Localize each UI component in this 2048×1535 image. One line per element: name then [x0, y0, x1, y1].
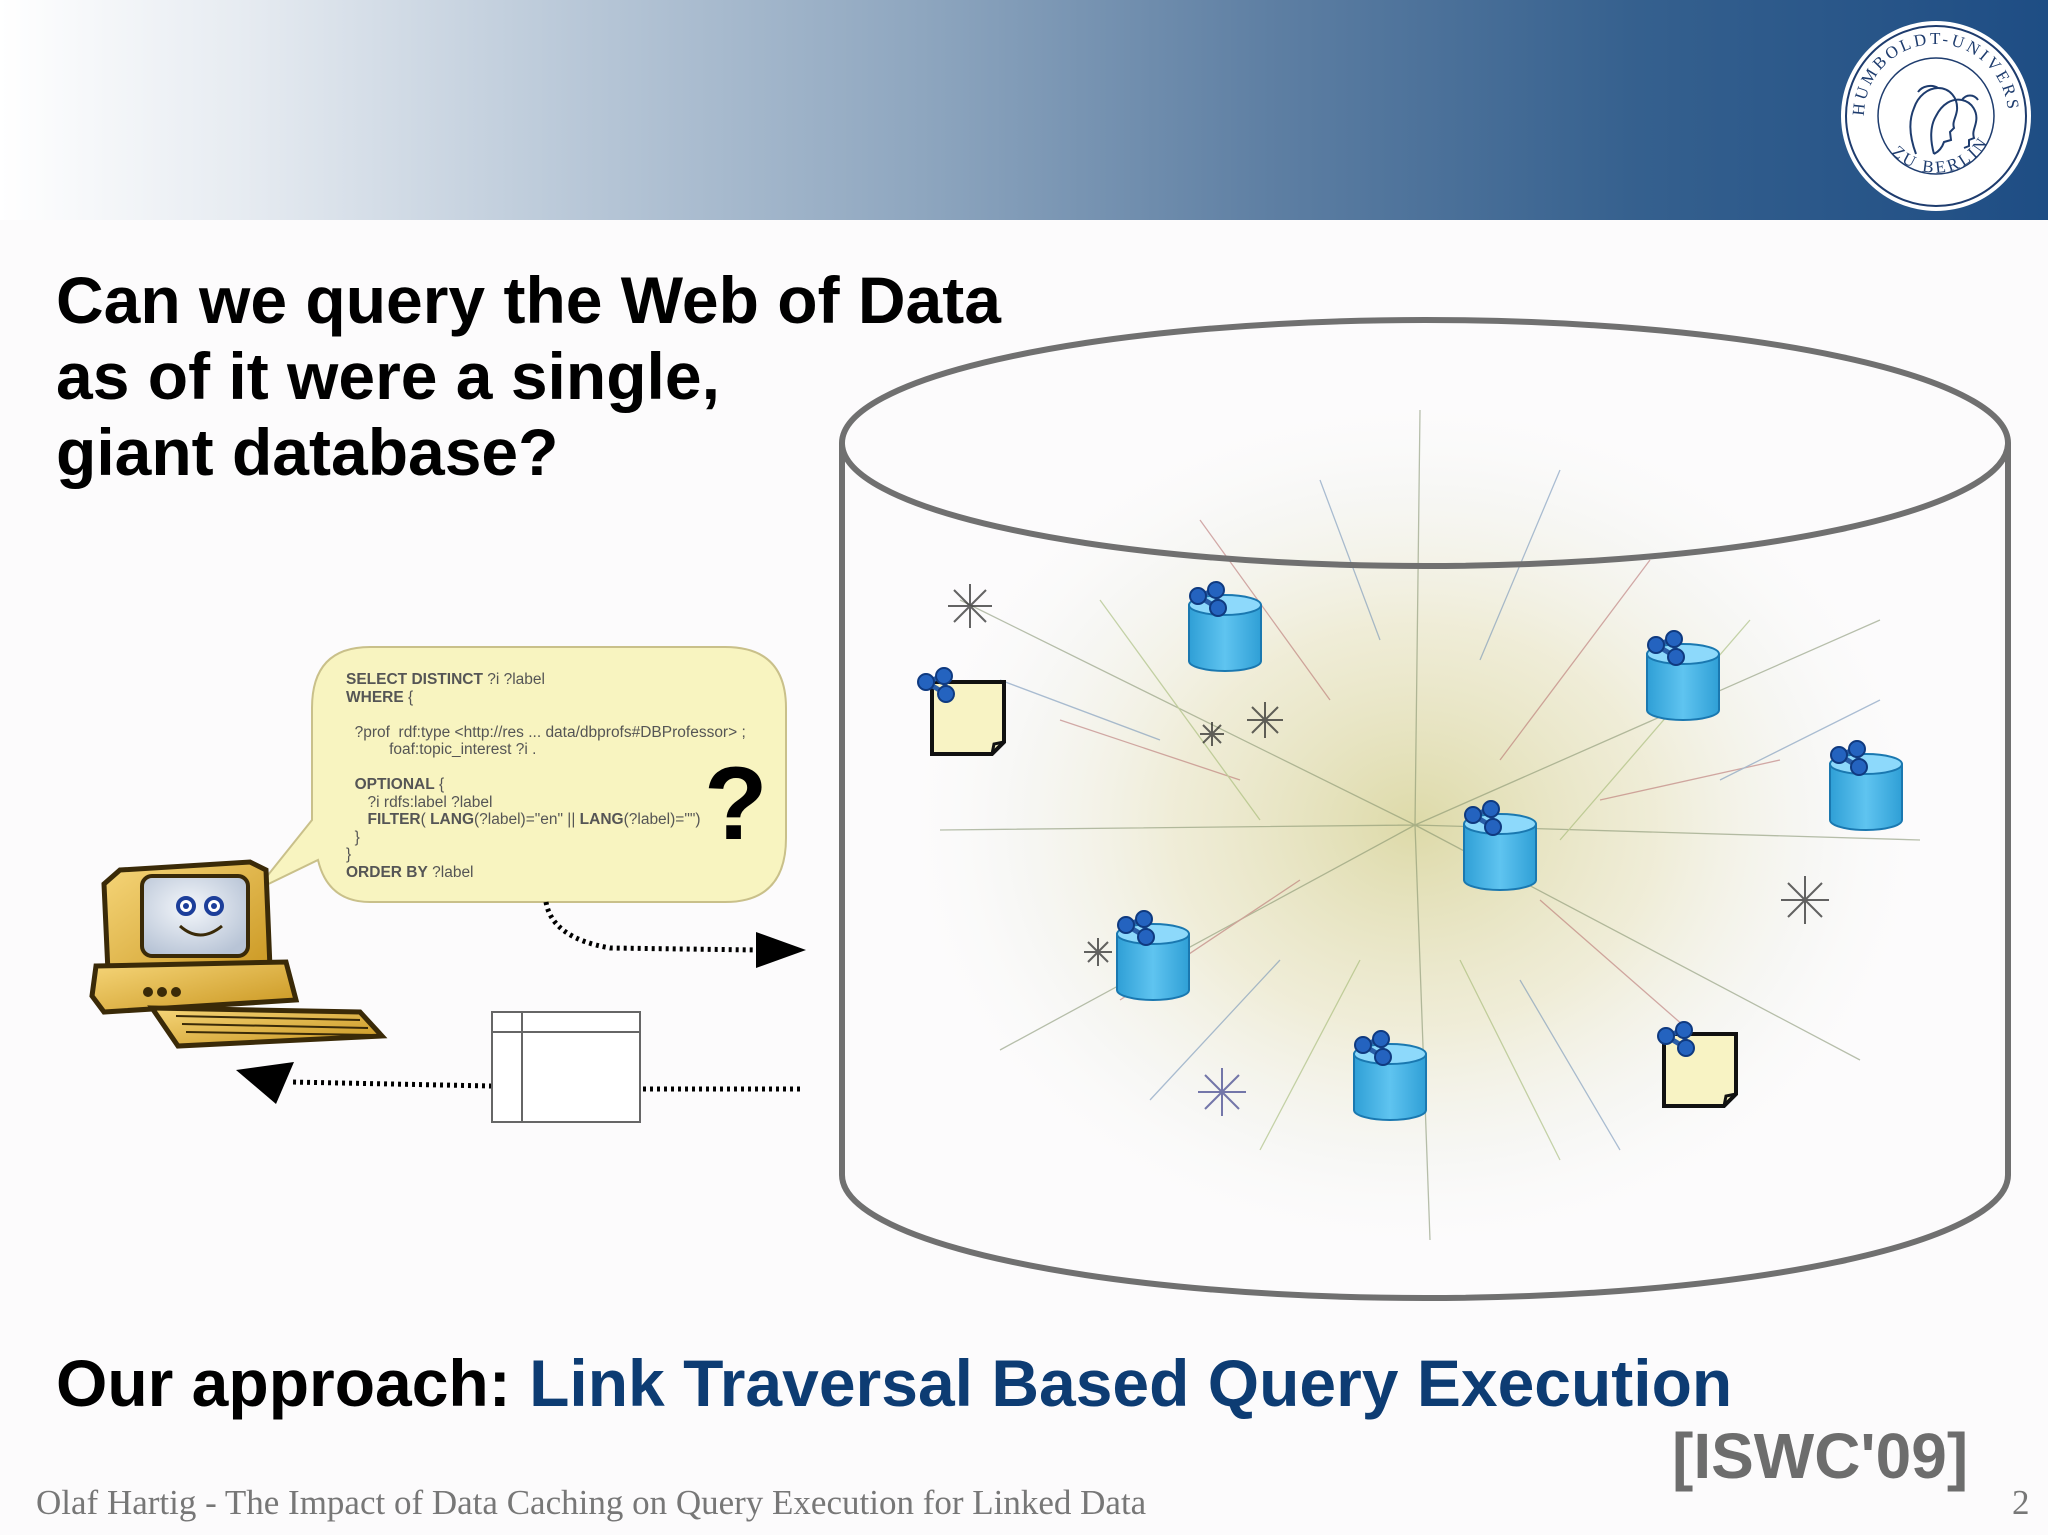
order-by-keyword: ORDER BY: [346, 863, 428, 881]
approach-heading: Our approach: Link Traversal Based Query…: [56, 1345, 1732, 1421]
lang-keyword-1: LANG: [430, 811, 475, 828]
title-line-1: Can we query the Web of Data: [56, 263, 1001, 337]
where-keyword: WHERE: [346, 688, 404, 706]
slide-title: Can we query the Web of Data as of it we…: [56, 262, 1001, 490]
optional-triple: ?i rdfs:label ?label: [346, 793, 493, 811]
page-number: 2: [2012, 1483, 2030, 1522]
data-cloud: [875, 375, 1955, 1275]
close-where: }: [346, 846, 352, 863]
rdf-document-icon: [1658, 1022, 1738, 1108]
where-brace: {: [403, 688, 414, 706]
optional-brace: {: [434, 776, 445, 793]
rdf-document-icon: [918, 668, 1006, 756]
approach-highlight: Link Traversal Based Query Execution: [529, 1346, 1733, 1420]
triple-line-2: foaf:topic_interest ?i .: [346, 741, 537, 758]
query-request-arrow: [543, 901, 806, 968]
filter-paren: (: [420, 811, 431, 828]
title-line-2: as of it were a single,: [56, 339, 720, 413]
hub-clusters: [948, 584, 1829, 1116]
header-band: [0, 0, 2048, 220]
result-return-arrow: [236, 1062, 800, 1104]
footer-text: Olaf Hartig - The Impact of Data Caching…: [36, 1483, 1147, 1522]
question-mark: ?: [704, 746, 768, 862]
university-seal-icon: HUMBOLDT-UNIVERSITÄT ZU BERLIN: [1838, 18, 2031, 211]
title-line-3: giant database?: [56, 415, 559, 489]
select-keyword: SELECT DISTINCT: [346, 671, 483, 688]
approach-prefix: Our approach:: [56, 1346, 530, 1420]
optional-keyword: OPTIONAL: [346, 776, 435, 793]
sparql-query: SELECT DISTINCT ?i ?label WHERE { ?prof …: [346, 671, 746, 881]
result-table-icon: [491, 1011, 641, 1123]
filter-keyword: FILTER: [346, 811, 421, 828]
filter-mid: (?label)="en" ||: [474, 811, 580, 828]
query-speech-bubble: [255, 646, 787, 903]
web-of-data-database: [839, 317, 2011, 1301]
filter-end: (?label)=""): [623, 811, 701, 828]
select-vars: ?i ?label: [482, 671, 545, 688]
lang-keyword-2: LANG: [579, 811, 624, 828]
triple-line-1: ?prof rdf:type <http://res ... data/dbpr…: [346, 723, 746, 741]
order-var: ?label: [427, 863, 474, 881]
citation: [ISWC'09]: [1672, 1420, 1969, 1492]
smiling-computer-icon: [89, 859, 388, 1049]
portrait-profiles-icon: [1909, 84, 1979, 155]
close-optional: }: [346, 828, 360, 846]
